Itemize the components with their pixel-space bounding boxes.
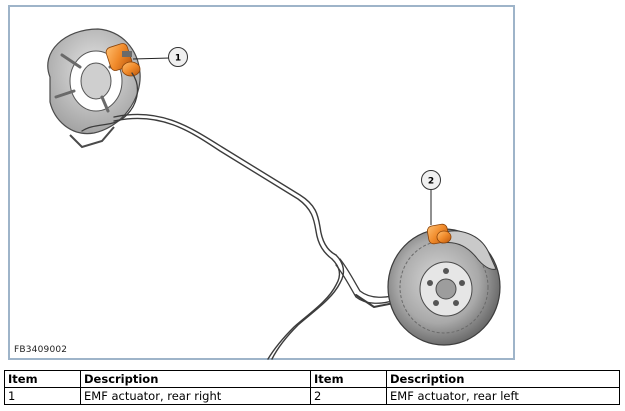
parts-table: Item Description Item Description 1 EMF … bbox=[4, 370, 620, 405]
header-item-2: Item bbox=[310, 370, 387, 388]
cell-item-2: 2 bbox=[310, 387, 387, 405]
header-description-1: Description bbox=[80, 370, 311, 388]
cell-item-1: 1 bbox=[4, 387, 81, 405]
table-row: 1 EMF actuator, rear right 2 EMF actuato… bbox=[4, 387, 620, 405]
callout-2-label: 2 bbox=[428, 177, 434, 187]
emf-actuator-rear-left bbox=[426, 223, 452, 245]
header-item-1: Item bbox=[4, 370, 81, 388]
table-header-row: Item Description Item Description bbox=[4, 370, 620, 388]
emf-actuator-rear-right bbox=[105, 43, 141, 77]
brake-caliper bbox=[441, 230, 497, 270]
cell-description-1: EMF actuator, rear right bbox=[80, 387, 311, 405]
actuator-cables bbox=[81, 72, 437, 360]
callout-1: 1 bbox=[132, 47, 188, 67]
callout-1-label: 1 bbox=[175, 54, 181, 64]
rear-left-brake-assembly bbox=[387, 223, 501, 346]
brake-diagram: 1 2 bbox=[47, 28, 501, 360]
header-description-2: Description bbox=[386, 370, 620, 388]
figure-code: FB3409002 bbox=[14, 345, 68, 355]
figure-frame: 1 2 FB3409002 bbox=[8, 5, 515, 360]
cell-description-2: EMF actuator, rear left bbox=[386, 387, 620, 405]
rear-right-brake-assembly bbox=[47, 28, 141, 149]
callout-2: 2 bbox=[421, 170, 441, 225]
